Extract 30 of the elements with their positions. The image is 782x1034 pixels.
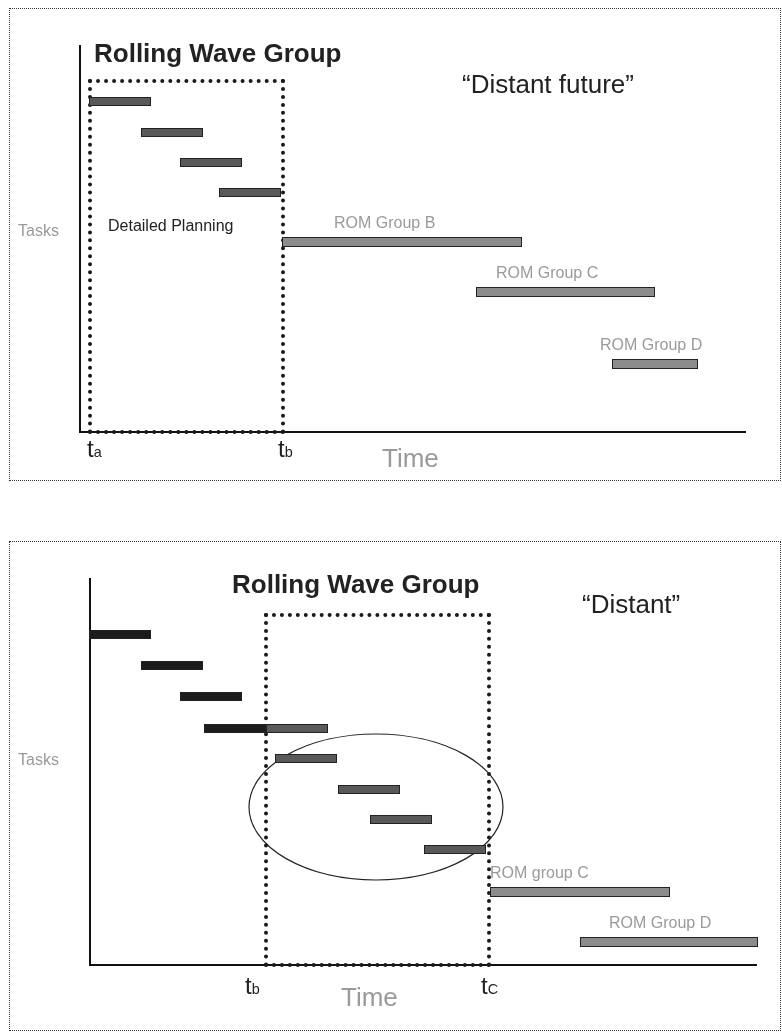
- task-bar: [266, 724, 328, 733]
- task-bar: [141, 128, 203, 137]
- task-bar: [180, 692, 242, 701]
- bar-label: ROM Group C: [496, 264, 599, 282]
- chart-label: Tasks: [18, 751, 59, 769]
- task-bar: [141, 661, 203, 670]
- bar-label: ROM Group D: [609, 914, 712, 932]
- chart-label: “Distant future”: [462, 70, 634, 99]
- chart-label: Rolling Wave Group: [94, 39, 342, 68]
- task-bar: [219, 188, 281, 197]
- task-bar: [338, 785, 400, 794]
- planning-window: [88, 79, 285, 434]
- task-bar: [89, 630, 151, 639]
- chart-label: Tasks: [18, 222, 59, 240]
- chart-label: Time: [382, 444, 439, 473]
- chart-label: “Distant”: [582, 590, 681, 619]
- task-bar: [204, 724, 266, 733]
- chart-label: Time: [341, 983, 398, 1012]
- bar-label: ROM group C: [490, 864, 589, 882]
- bar-label: ROM Group D: [600, 336, 703, 354]
- chart-panel: [9, 8, 781, 481]
- task-bar: [370, 815, 432, 824]
- window-label: Detailed Planning: [108, 217, 234, 235]
- task-bar: [275, 754, 337, 763]
- bar-label: ROM Group B: [334, 214, 436, 232]
- task-bar: [180, 158, 242, 167]
- chart-label: Rolling Wave Group: [232, 570, 480, 599]
- task-bar: [424, 845, 486, 854]
- task-bar: [89, 97, 151, 106]
- chart-panel: [9, 541, 781, 1031]
